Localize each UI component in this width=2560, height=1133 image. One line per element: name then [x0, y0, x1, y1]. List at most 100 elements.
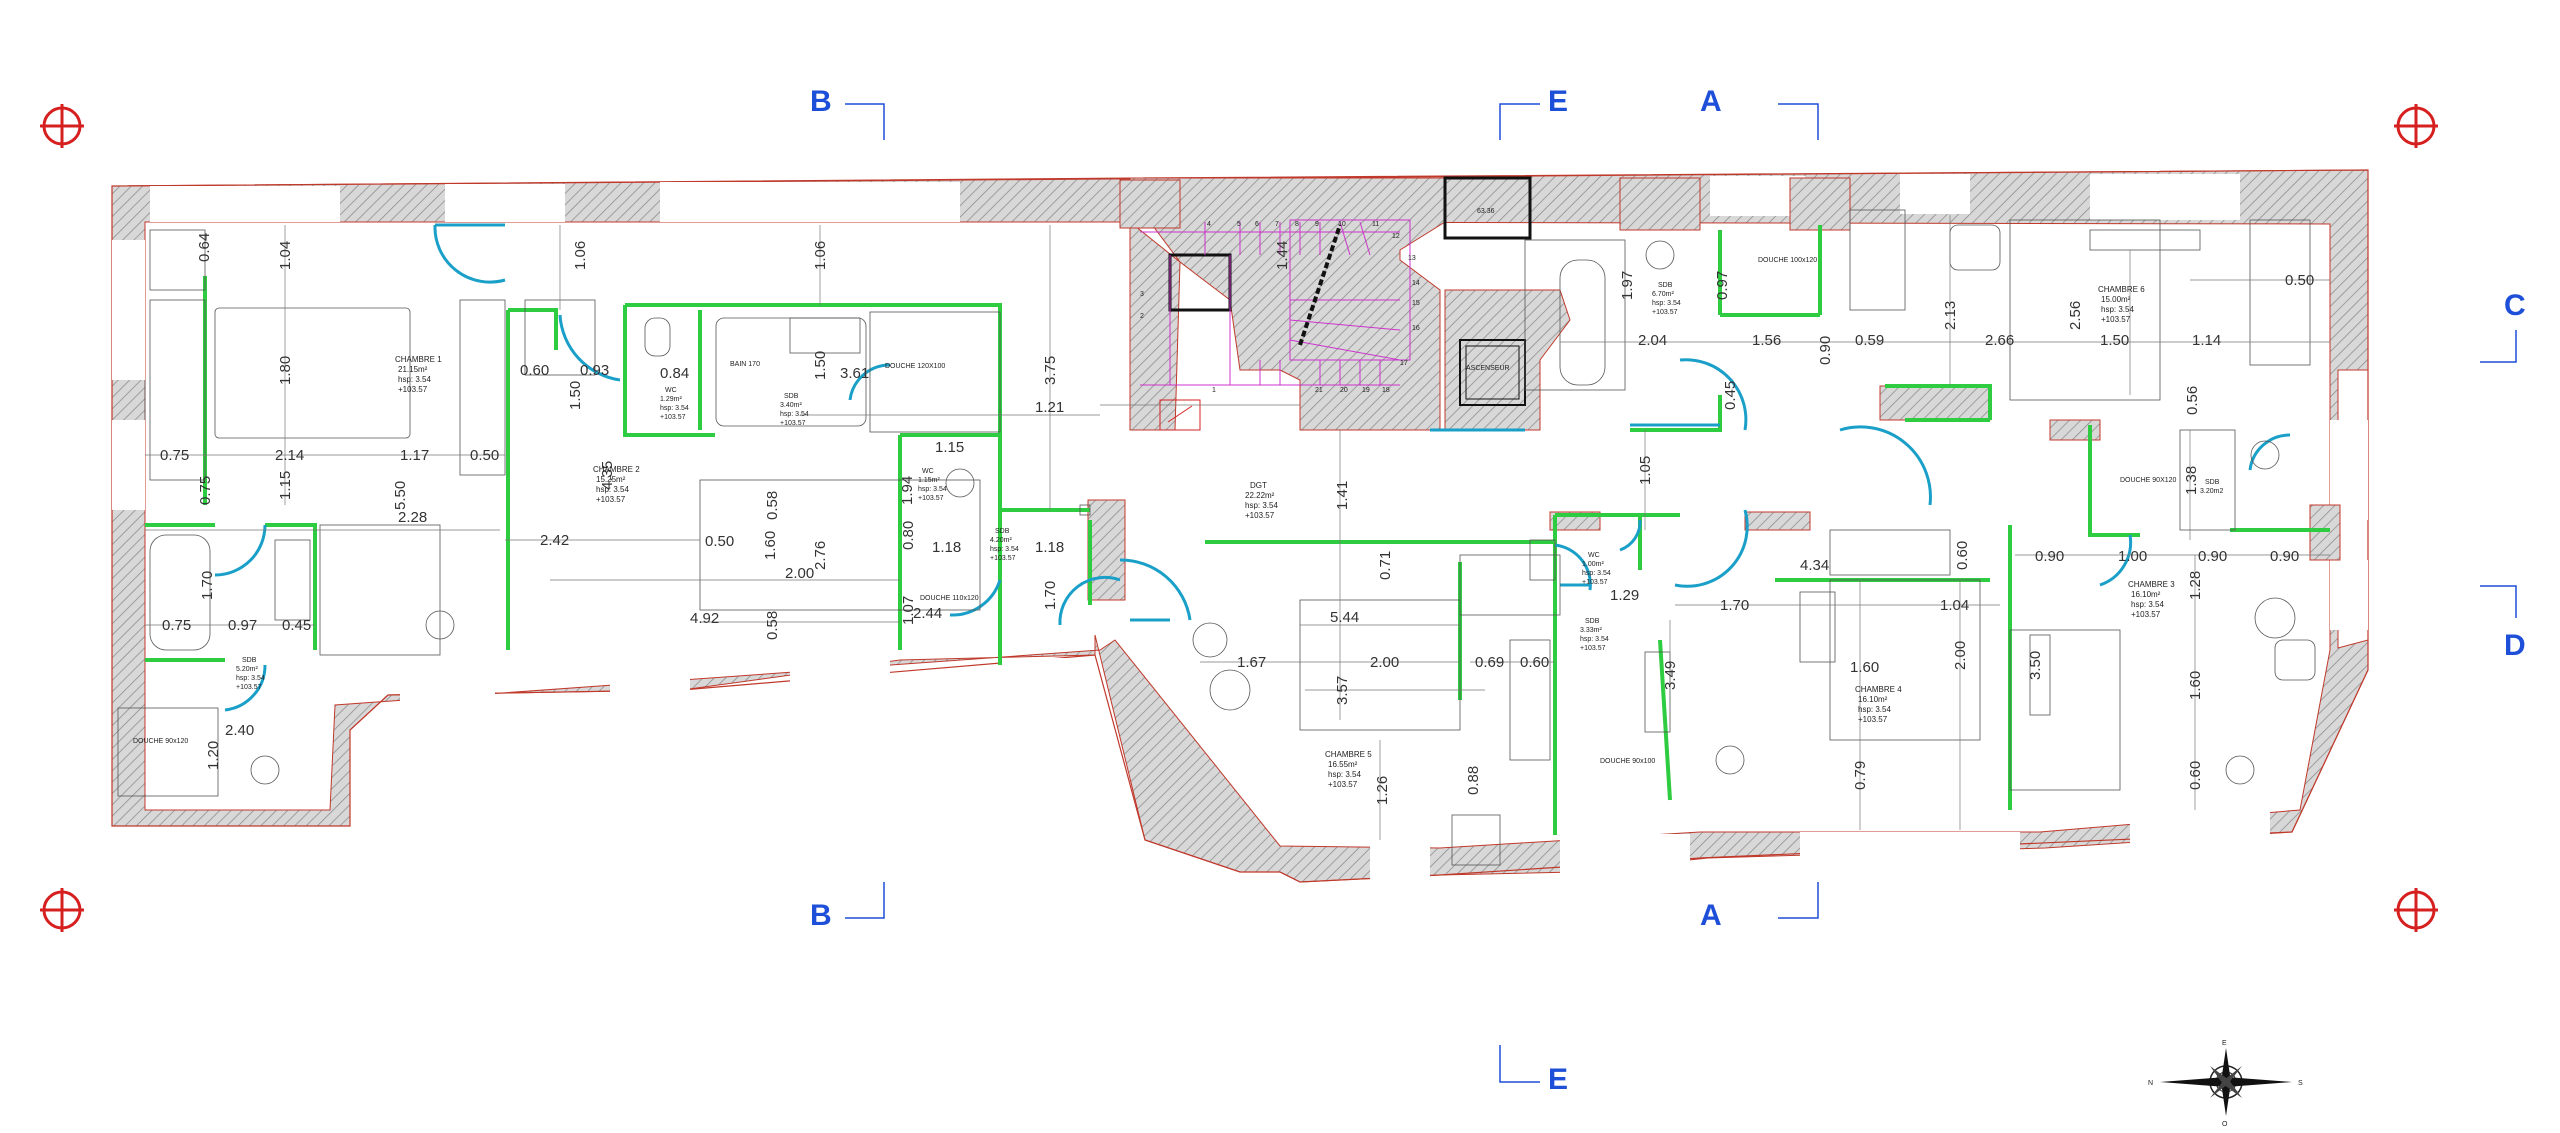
svg-text:2.00: 2.00: [1370, 654, 1399, 671]
svg-text:O: O: [2222, 1121, 2228, 1128]
room-label-ascenseur: ASCENSEUR: [1466, 365, 1510, 372]
svg-text:0.71: 0.71: [1377, 551, 1394, 580]
svg-text:0.93: 0.93: [580, 362, 609, 379]
section-marker-e-top: E: [1548, 85, 1568, 118]
svg-text:1.80: 1.80: [277, 356, 294, 385]
room-label-sdb-mid: SDB 4.20m² hsp: 3.54 +103.57: [990, 528, 1019, 562]
svg-text:16.10m²: 16.10m²: [1858, 695, 1888, 704]
svg-text:15.00m²: 15.00m²: [2101, 295, 2131, 304]
svg-text:1.17: 1.17: [400, 447, 429, 464]
svg-text:0.80: 0.80: [900, 521, 917, 550]
stair-step-numbers: 4 5 6 7 8 9 10 11 12 13 14 15 16 17 18 1…: [1140, 221, 1420, 394]
svg-text:hsp: 3.54: hsp: 3.54: [236, 675, 265, 682]
svg-text:0.75: 0.75: [160, 447, 189, 464]
svg-text:6: 6: [1255, 221, 1259, 228]
room-label-wc-right: WC 1.00m² hsp: 3.54 +103.57: [1582, 552, 1611, 586]
section-markers: [845, 103, 2517, 1083]
svg-text:+103.57: +103.57: [990, 555, 1016, 562]
svg-text:1.97: 1.97: [1619, 271, 1636, 300]
svg-text:2: 2: [1140, 313, 1144, 320]
room-label-douche-mid: DOUCHE 110x120: [920, 595, 979, 602]
svg-text:hsp: 3.54: hsp: 3.54: [918, 486, 947, 493]
svg-text:1.70: 1.70: [1720, 597, 1749, 614]
svg-text:19: 19: [1362, 387, 1370, 394]
svg-text:17: 17: [1400, 360, 1408, 367]
svg-text:2.00: 2.00: [785, 565, 814, 582]
svg-text:1.18: 1.18: [932, 539, 961, 556]
svg-text:+103.57: +103.57: [1582, 579, 1608, 586]
svg-text:16: 16: [1412, 325, 1420, 332]
svg-text:2.66: 2.66: [1985, 332, 2014, 349]
svg-text:20: 20: [1340, 387, 1348, 394]
svg-text:1.00m²: 1.00m²: [1582, 561, 1604, 568]
svg-text:1.56: 1.56: [1752, 332, 1781, 349]
svg-text:WC: WC: [922, 468, 934, 475]
section-marker-b-bottom: B: [810, 899, 832, 932]
room-label-chambre-6: CHAMBRE 6 15.00m² hsp: 3.54 +103.57: [2098, 285, 2145, 324]
room-label-chambre-5: CHAMBRE 5 16.55m² hsp: 3.54 +103.57: [1325, 750, 1372, 789]
svg-text:1.26: 1.26: [1374, 776, 1391, 805]
dimension-lines: [145, 215, 2330, 840]
svg-text:15.25m²: 15.25m²: [596, 475, 626, 484]
svg-text:4.34: 4.34: [1800, 557, 1829, 574]
svg-text:0.88: 0.88: [1465, 766, 1482, 795]
svg-text:1.60: 1.60: [762, 531, 779, 560]
svg-text:hsp: 3.54: hsp: 3.54: [780, 411, 809, 418]
svg-text:21: 21: [1315, 387, 1323, 394]
svg-text:0.60: 0.60: [520, 362, 549, 379]
room-label-douche-top-right: DOUCHE 100x120: [1758, 257, 1817, 264]
svg-text:0.75: 0.75: [197, 476, 214, 505]
room-labels: CHAMBRE 1 21.15m² hsp: 3.54 +103.57 CHAM…: [133, 208, 2223, 789]
svg-text:1.41: 1.41: [1334, 481, 1351, 510]
svg-text:2.00: 2.00: [1952, 641, 1969, 670]
svg-text:3: 3: [1140, 291, 1144, 298]
svg-text:+103.57: +103.57: [660, 414, 686, 421]
svg-text:1.21: 1.21: [1035, 399, 1064, 416]
dimension-labels: 0.64 1.04 1.80 1.06 1.06 0.60 0.93 0.84 …: [160, 233, 2314, 805]
svg-text:1: 1: [1212, 387, 1216, 394]
svg-text:WC: WC: [1588, 552, 1600, 559]
room-label-douche-top-mid: DOUCHE 120X100: [885, 363, 945, 370]
survey-markers: [40, 104, 2438, 932]
svg-text:4.92: 4.92: [690, 610, 719, 627]
room-label-sdb-left: SDB 3.40m² hsp: 3.54 +103.57: [780, 393, 809, 427]
svg-text:1.04: 1.04: [277, 241, 294, 270]
svg-text:DGT: DGT: [1250, 481, 1267, 490]
svg-text:1.94: 1.94: [899, 476, 916, 505]
svg-text:E: E: [2222, 1040, 2227, 1047]
svg-text:+103.57: +103.57: [1580, 645, 1606, 652]
svg-text:4: 4: [1207, 221, 1211, 228]
svg-text:0.58: 0.58: [764, 491, 781, 520]
svg-text:hsp: 3.54: hsp: 3.54: [1580, 636, 1609, 643]
svg-text:+103.57: +103.57: [1652, 309, 1678, 316]
svg-text:8: 8: [1295, 221, 1299, 228]
svg-text:+103.57: +103.57: [2101, 315, 2131, 324]
svg-text:3.40m²: 3.40m²: [780, 402, 802, 409]
svg-text:1.50: 1.50: [2100, 332, 2129, 349]
svg-text:1.70: 1.70: [199, 571, 216, 600]
svg-text:1.70: 1.70: [1042, 581, 1059, 610]
svg-text:1.29m²: 1.29m²: [660, 396, 682, 403]
svg-text:0.97: 0.97: [1714, 271, 1731, 300]
svg-text:0.97: 0.97: [228, 617, 257, 634]
svg-text:1.04: 1.04: [1940, 597, 1969, 614]
room-label-chambre-4: CHAMBRE 4 16.10m² hsp: 3.54 +103.57: [1855, 685, 1902, 724]
svg-text:N: N: [2148, 1080, 2153, 1087]
room-label-sdb-right: SDB 3.33m² hsp: 3.54 +103.57: [1580, 618, 1609, 652]
svg-text:2.56: 2.56: [2067, 301, 2084, 330]
survey-marker-icon: [2394, 888, 2438, 932]
svg-text:0.75: 0.75: [162, 617, 191, 634]
svg-text:18: 18: [1382, 387, 1390, 394]
svg-text:0.84: 0.84: [660, 365, 689, 382]
svg-text:+103.57: +103.57: [1858, 715, 1888, 724]
svg-text:1.00: 1.00: [2118, 548, 2147, 565]
svg-text:3.49: 3.49: [1662, 661, 1679, 690]
svg-text:13: 13: [1408, 255, 1416, 262]
svg-text:0.69: 0.69: [1475, 654, 1504, 671]
svg-text:0.60: 0.60: [2187, 761, 2204, 790]
room-label-wc-left: WC 1.29m² hsp: 3.54 +103.57: [660, 387, 689, 421]
svg-text:1.50: 1.50: [567, 381, 584, 410]
svg-text:1.20: 1.20: [205, 741, 222, 770]
svg-text:7: 7: [1275, 221, 1279, 228]
exterior-walls: [111, 169, 2369, 883]
